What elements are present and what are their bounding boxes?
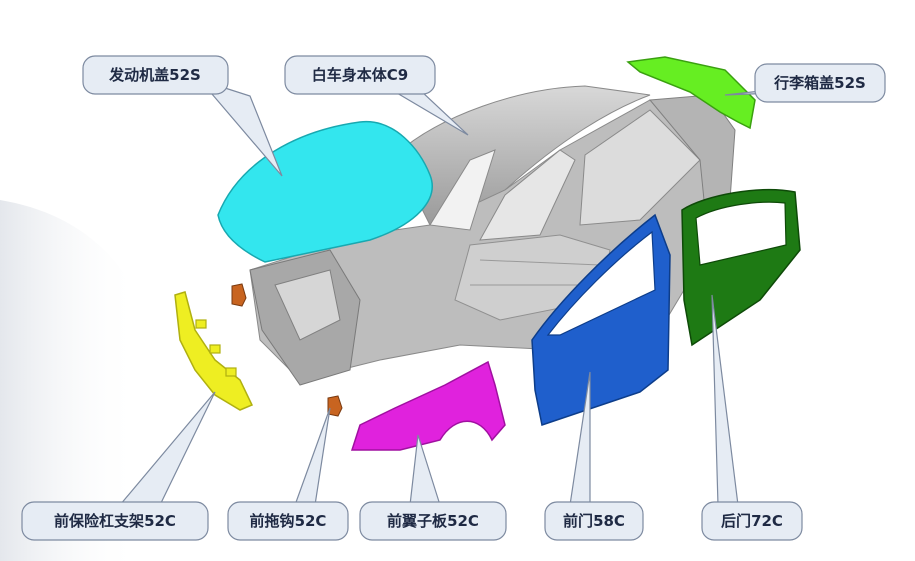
callout-fender-text: 前翼子板52C <box>387 512 479 530</box>
callout-front-door-text: 前门58C <box>563 512 625 530</box>
bumper-bracket-tabs <box>195 319 237 377</box>
callout-body-text: 白车身本体C9 <box>312 66 408 84</box>
callout-hood: 发动机盖52S <box>82 55 283 177</box>
callout-front-door: 前门58C <box>544 371 644 541</box>
callout-tow-hook: 前拖钩52C <box>227 407 349 541</box>
callout-rear-door-text: 后门72C <box>721 512 783 530</box>
background-swoosh <box>0 200 140 561</box>
front-fender-panel[interactable] <box>350 360 506 451</box>
trunk-lid-panel[interactable] <box>626 56 756 130</box>
callout-bumper-bracket-text: 前保险杠支架52C <box>54 512 176 530</box>
callout-fender: 前翼子板52C <box>359 434 507 541</box>
callout-trunk-text: 行李箱盖52S <box>773 74 866 92</box>
callout-trunk: 行李箱盖52S <box>724 63 886 103</box>
front-door-window-opening <box>546 230 656 336</box>
callout-body: 白车身本体C9 <box>284 55 469 136</box>
callout-hood-text: 发动机盖52S <box>108 66 201 84</box>
tow-hook-upper[interactable] <box>231 283 247 307</box>
callout-bumper-bracket: 前保险杠支架52C <box>21 391 216 541</box>
tow-hook-lower[interactable] <box>327 395 343 417</box>
callout-rear-door: 后门72C <box>701 294 803 541</box>
rear-door-window-opening <box>695 201 787 266</box>
front-bumper-bracket-part[interactable] <box>174 291 254 411</box>
callout-tow-hook-text: 前拖钩52C <box>250 512 327 530</box>
